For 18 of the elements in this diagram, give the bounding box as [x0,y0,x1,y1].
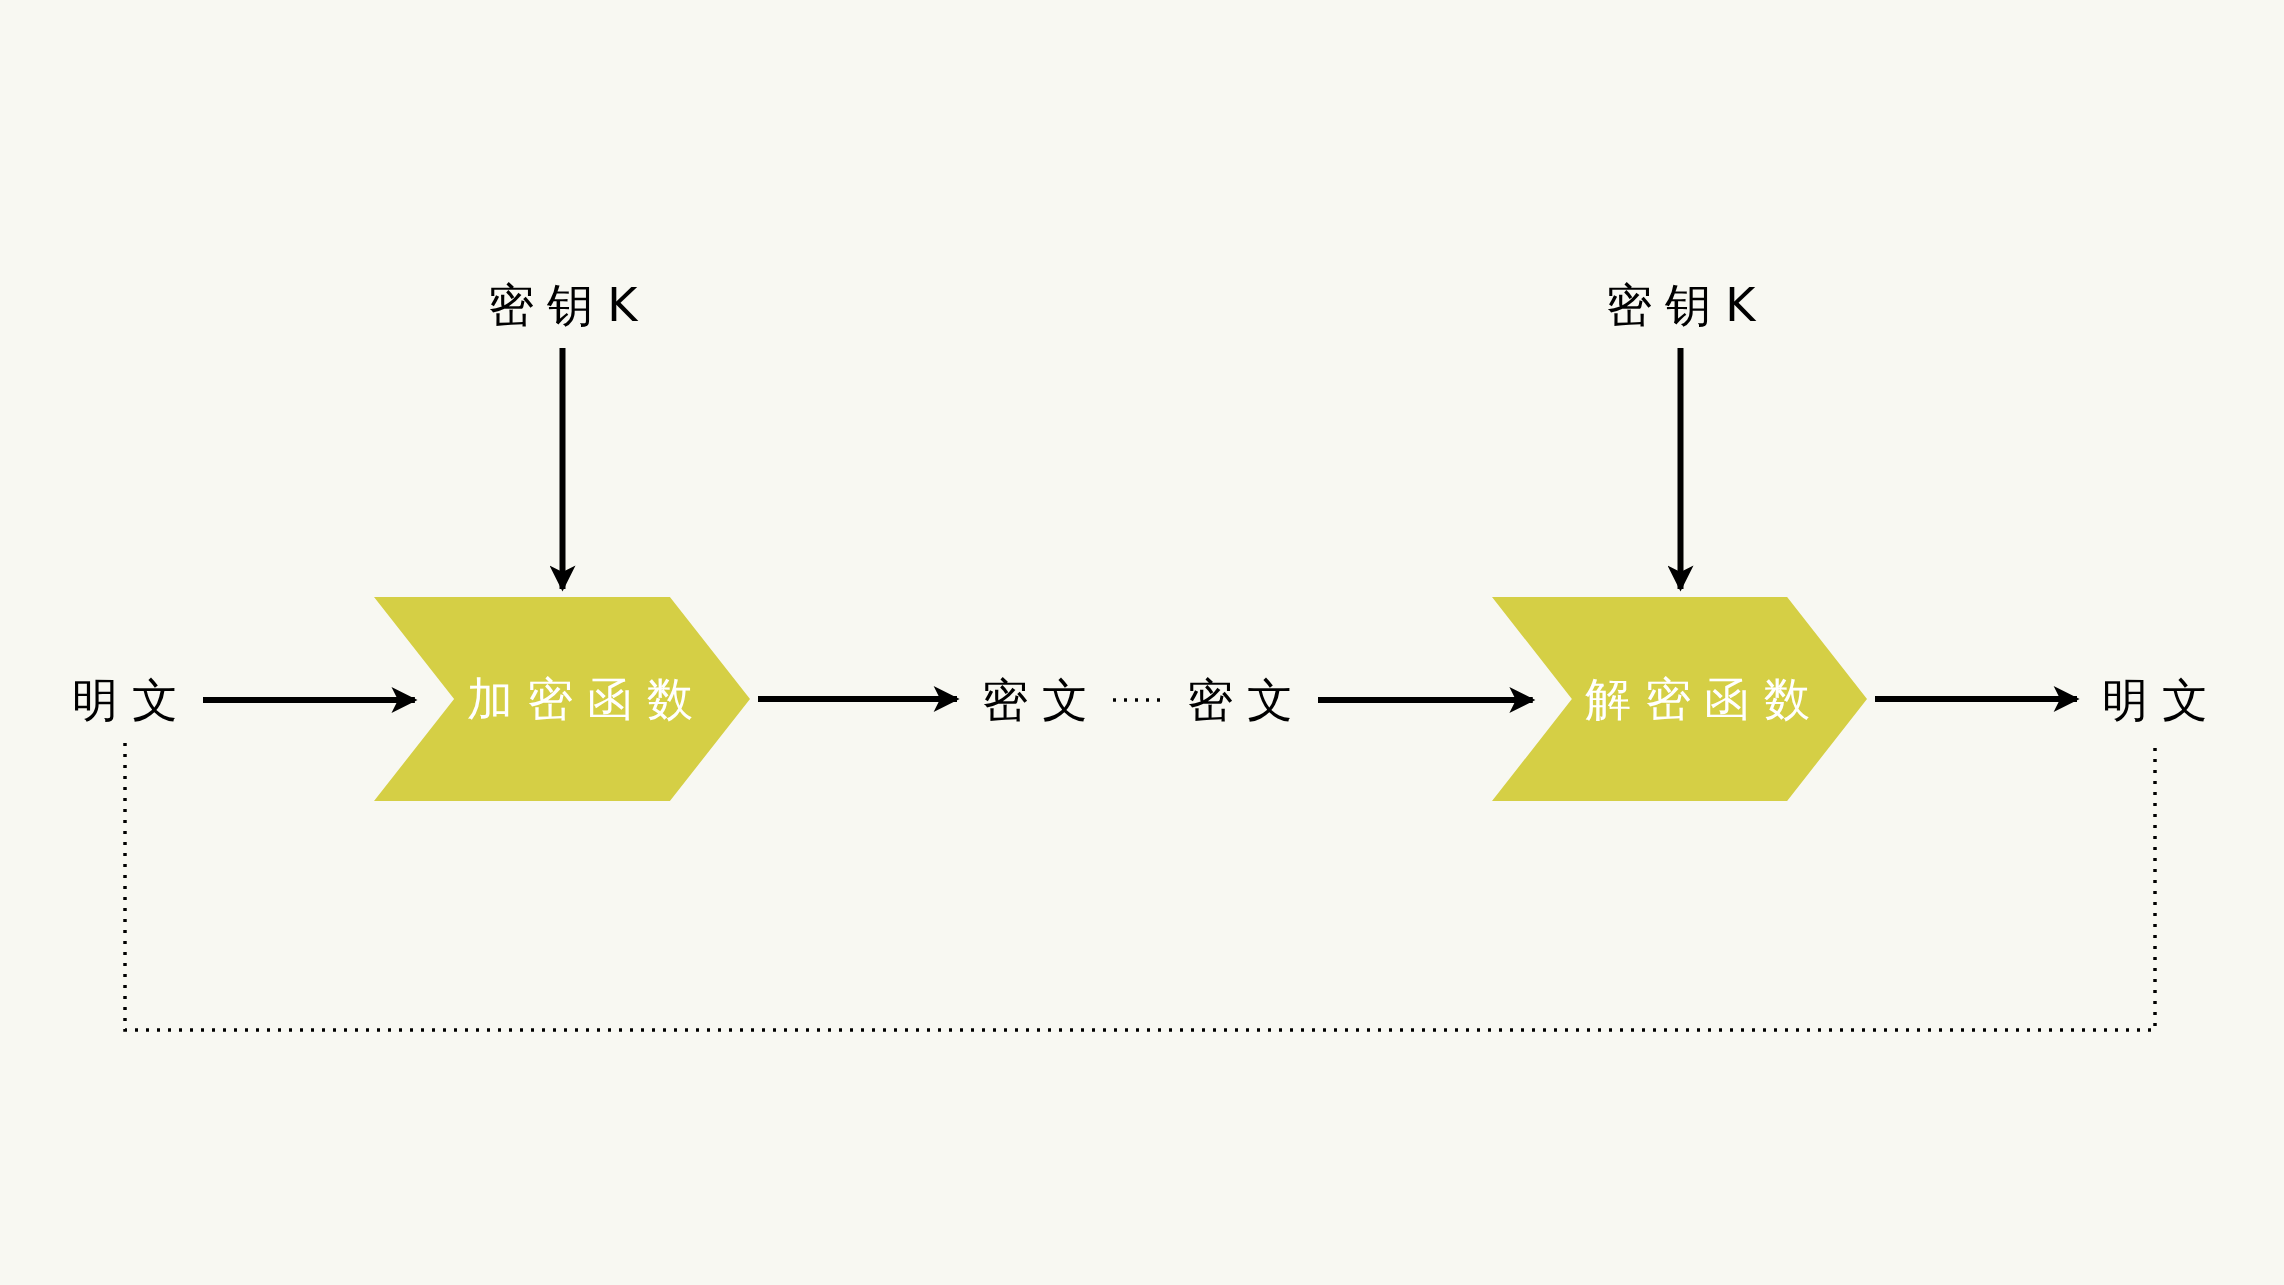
text-label: 密钥K [1583,270,1778,340]
connector-line [123,743,2157,1032]
function-label: 解密函数 [1584,676,1825,722]
arrow [758,686,960,712]
connector-line [1113,698,1162,702]
text-label: 密文 [965,665,1105,735]
text-label: 密钥K [465,270,660,340]
function-label: 加密函数 [467,676,707,722]
arrow [203,687,418,713]
text-label: 明文 [55,665,195,735]
process-chevron [374,597,750,801]
arrow [549,348,576,592]
arrow [1318,687,1536,713]
text-label: 明文 [2085,665,2225,735]
text-label: 密文 [1170,665,1310,735]
process-chevron [1492,597,1867,801]
arrow [1667,348,1694,592]
arrow [1875,686,2080,712]
